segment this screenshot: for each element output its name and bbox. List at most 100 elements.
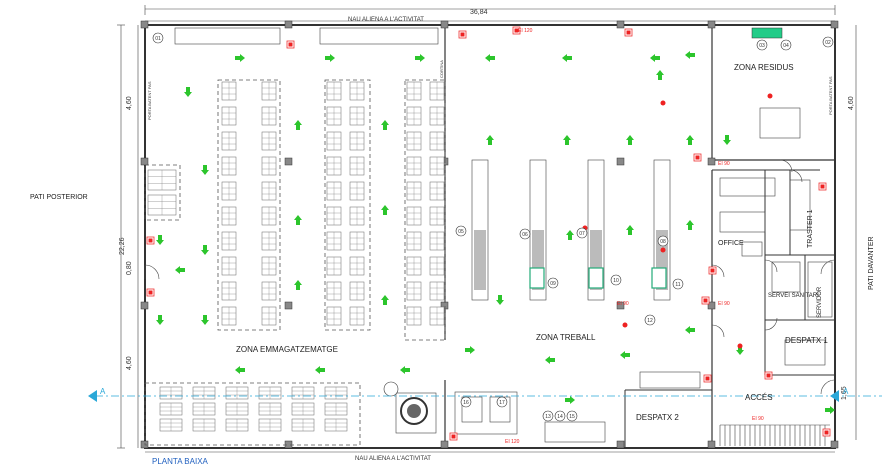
evacuation-arrow-icon	[201, 245, 209, 255]
evacuation-arrow-icon	[685, 51, 695, 59]
equipment-number-marker: 03	[756, 39, 768, 51]
sign-e120-bottom: EI 120	[505, 439, 520, 445]
equipment-number-marker: 10	[610, 274, 622, 286]
evacuation-arrow-icon	[485, 54, 495, 62]
evacuation-arrow-icon	[400, 366, 410, 374]
label-pati-davanter: PATI DAVANTER	[868, 236, 875, 290]
sign-e90-d: EI 90	[752, 416, 764, 422]
equipment-number-text: 03	[759, 43, 765, 49]
equipment-number-marker: 06	[519, 228, 531, 240]
entrance-stairs	[719, 424, 830, 446]
evacuation-arrow-icon	[656, 70, 664, 80]
equipment-number-marker: 05	[455, 225, 467, 237]
dimension-right-top: 4,60	[848, 96, 855, 110]
equipment-number-marker: 11	[672, 278, 684, 290]
evacuation-arrow-icon	[294, 215, 302, 225]
evacuation-arrow-icon	[294, 280, 302, 290]
evacuation-arrow-icon	[235, 366, 245, 374]
equipment-number-marker: 01	[152, 32, 164, 44]
evacuation-arrow-icon	[184, 87, 192, 97]
label-zona-treball: ZONA TREBALL	[536, 333, 596, 342]
equipment-number-marker: 02	[822, 36, 834, 48]
equipment-number-marker: 14	[554, 410, 566, 422]
evacuation-arrow-icon	[156, 235, 164, 245]
label-planta-baixa: PLANTA BAIXA	[152, 457, 209, 466]
equipment-number-text: 04	[783, 43, 789, 49]
storage-racks	[147, 81, 445, 432]
equipment-number-text: 06	[522, 232, 528, 238]
top-window-right	[319, 27, 439, 45]
equipment-number-text: 02	[825, 40, 831, 46]
evacuation-arrow-icon	[566, 230, 574, 240]
equipment-number-marker: 13	[542, 410, 554, 422]
equipment-number-marker: 15	[566, 410, 578, 422]
section-cut-arrow-right	[830, 390, 839, 402]
section-cut-label-right: A	[843, 387, 849, 396]
sign-e120-top: EI 120	[518, 28, 533, 34]
storage-rack-zone-left	[144, 164, 181, 221]
evacuation-arrow-icon	[626, 135, 634, 145]
evacuation-arrow-icon	[686, 135, 694, 145]
compactor-machine	[383, 381, 437, 434]
pillars	[140, 20, 839, 449]
alarm-point-icon	[737, 343, 743, 349]
label-servei-sanitari: SERVEI SANITARI	[768, 293, 819, 299]
neighbour-building-top-label: NAU ALIENA A L'ACTIVITAT	[348, 17, 424, 23]
dimension-right-bottom: 1,65	[841, 386, 848, 400]
evacuation-arrow-icon	[381, 295, 389, 305]
label-traster: TRASTER 1	[807, 209, 814, 248]
equipment-number-text: 13	[545, 414, 551, 420]
equipment-number-text: 15	[569, 414, 575, 420]
workbench-bottom	[454, 391, 518, 435]
bench-bottom-right	[544, 421, 606, 443]
equipment-number-text: 05	[458, 229, 464, 235]
evacuation-arrow-icon	[175, 266, 185, 274]
evacuation-arrow-icon	[565, 396, 575, 404]
label-acces: ACCÉS	[745, 393, 773, 402]
equipment-number-text: 11	[675, 282, 680, 288]
evacuation-arrow-icon	[201, 315, 209, 325]
neighbour-building-bottom-label: NAU ALIENA A L'ACTIVITAT	[355, 456, 431, 462]
evacuation-arrow-icon	[465, 346, 475, 354]
label-door-right: PORTA BATENT PAS	[828, 76, 833, 115]
sign-e90-a: EI 90	[718, 161, 730, 167]
label-despatx-1: DESPATX 1	[785, 336, 828, 345]
section-cut-arrow-left	[88, 390, 97, 402]
dimension-left-total: 22,26	[119, 237, 126, 255]
equipment-number-marker: 17	[496, 396, 508, 408]
equipment-number-text: 17	[499, 400, 505, 406]
evacuation-arrow-icon	[201, 165, 209, 175]
equipment-number-text: 09	[550, 281, 556, 287]
sign-e90-b: EI 90	[617, 301, 629, 307]
equipment-number-text: 10	[613, 278, 619, 284]
evacuation-arrow-icon	[686, 220, 694, 230]
evacuation-arrow-icon	[496, 295, 504, 305]
equipment-number-marker: 12	[644, 314, 656, 326]
evacuation-arrow-icon	[294, 120, 302, 130]
equipment-number-text: 07	[579, 231, 585, 237]
evacuation-arrow-icon	[626, 225, 634, 235]
residue-container	[759, 107, 801, 139]
equipment-number-text: 16	[463, 400, 469, 406]
label-pati-posterior: PATI POSTERIOR	[30, 194, 88, 201]
alarm-point-icon	[660, 247, 666, 253]
evacuation-arrow-icon	[315, 366, 325, 374]
evacuation-arrow-icon	[825, 406, 835, 414]
evacuation-arrows	[156, 51, 835, 414]
evacuation-arrow-icon	[620, 351, 630, 359]
label-zona-emmagatzematge: ZONA EMMAGATZEMATGE	[236, 345, 338, 354]
evacuation-arrow-icon	[650, 54, 660, 62]
fire-safety-signs	[146, 26, 831, 441]
evacuation-arrow-icon	[325, 54, 335, 62]
evacuation-arrow-icon	[235, 54, 245, 62]
section-cut-label-left: A	[100, 387, 106, 396]
label-zona-residus: ZONA RESIDUS	[734, 63, 794, 72]
equipment-number-marker: 04	[780, 39, 792, 51]
label-door-left: PORTA BATENT PAS	[147, 81, 152, 120]
equipment-number-marker: 08	[657, 235, 669, 247]
outer-wall	[144, 24, 836, 449]
residue-bin-green	[751, 27, 783, 39]
evacuation-arrow-icon	[381, 120, 389, 130]
label-office: OFFICE	[718, 240, 744, 247]
